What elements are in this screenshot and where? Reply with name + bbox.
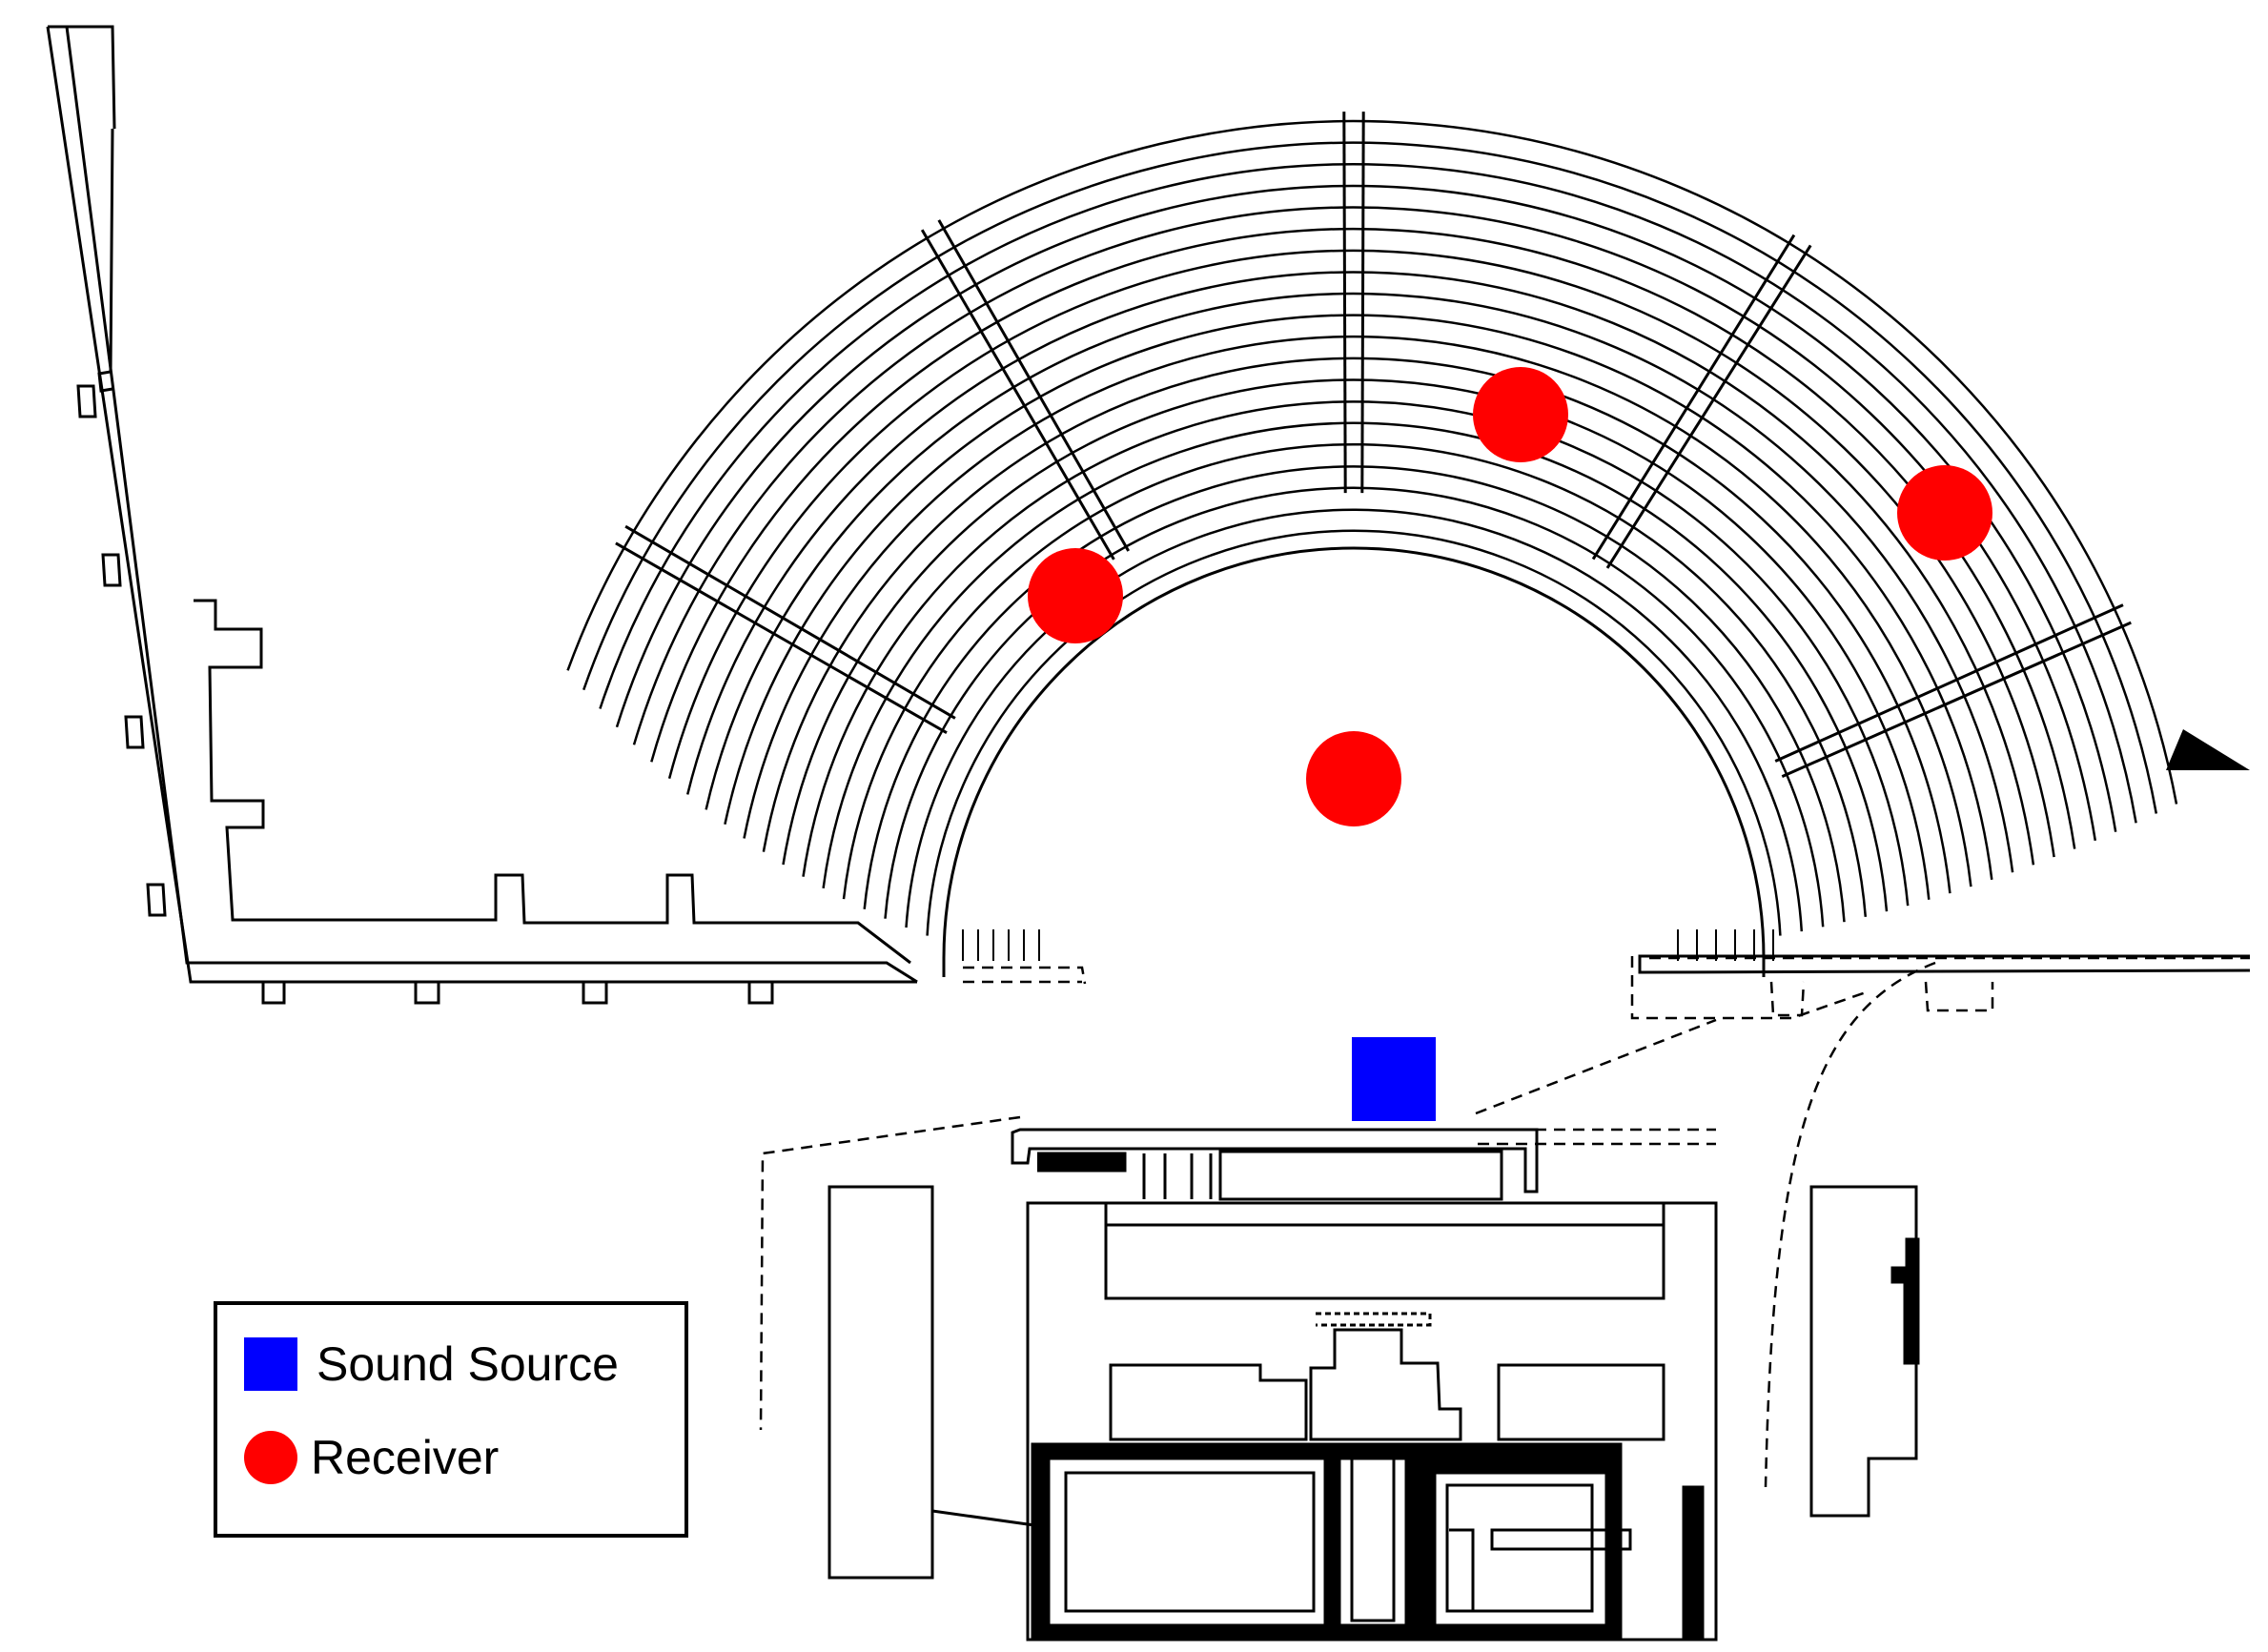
seating-row <box>782 378 1931 900</box>
seating-row <box>926 529 1782 936</box>
seating-row <box>582 141 2158 814</box>
north-arrow <box>2166 729 2250 770</box>
legend-label-receiver: Receiver <box>311 1431 500 1484</box>
aisle-line <box>615 541 948 735</box>
legend-box: Sound Source Receiver <box>214 1301 688 1538</box>
seating-row <box>905 508 1804 932</box>
aisle-line <box>1605 244 1812 569</box>
radial-aisles <box>615 112 2132 778</box>
aisle-line <box>624 524 956 720</box>
aisle-line <box>1360 112 1365 494</box>
seating-row <box>705 292 2014 873</box>
receiver-marker-west <box>1028 548 1123 643</box>
seating-row <box>724 314 1993 880</box>
legend-item-receiver: Receiver <box>244 1429 499 1486</box>
scene-building-rooms <box>1031 1442 1623 1642</box>
seating-row <box>802 400 1910 907</box>
aisle-line <box>1342 112 1347 494</box>
legend-item-sound-source: Sound Source <box>244 1336 619 1393</box>
seating-row <box>762 357 1951 894</box>
sound-source-marker <box>1352 1037 1436 1121</box>
seating-row <box>566 119 2178 805</box>
orchestra-edge <box>942 546 1766 977</box>
aisle-line <box>1781 621 2132 778</box>
aisle-line <box>1591 234 1796 561</box>
seating-row <box>884 486 1825 928</box>
receiver-marker-east <box>1897 465 1992 561</box>
seating-row <box>743 335 1972 887</box>
inner-rooms <box>1064 1452 1705 1642</box>
seating-row <box>599 163 2137 824</box>
seating-row <box>822 421 1889 912</box>
receiver-swatch <box>244 1431 297 1484</box>
seating-cavea <box>566 119 2178 936</box>
sound-source-swatch <box>244 1337 297 1391</box>
aisle-line <box>1774 603 2124 763</box>
seating-row <box>615 184 2117 832</box>
seating-row <box>842 442 1868 917</box>
aisle-line <box>920 229 1115 561</box>
markers-layer <box>1028 367 1992 1121</box>
parodos-paths <box>759 956 2250 1488</box>
west-retaining-wall <box>46 25 918 1005</box>
receiver-marker-orchestra <box>1306 731 1401 826</box>
legend-label-sound-source: Sound Source <box>317 1337 619 1391</box>
skene-building <box>828 954 2251 1642</box>
aisle-line <box>937 219 1131 552</box>
receiver-marker-centre <box>1473 367 1568 462</box>
seating-row <box>863 465 1846 923</box>
seating-row <box>667 249 2055 858</box>
seating-row <box>685 271 2035 866</box>
